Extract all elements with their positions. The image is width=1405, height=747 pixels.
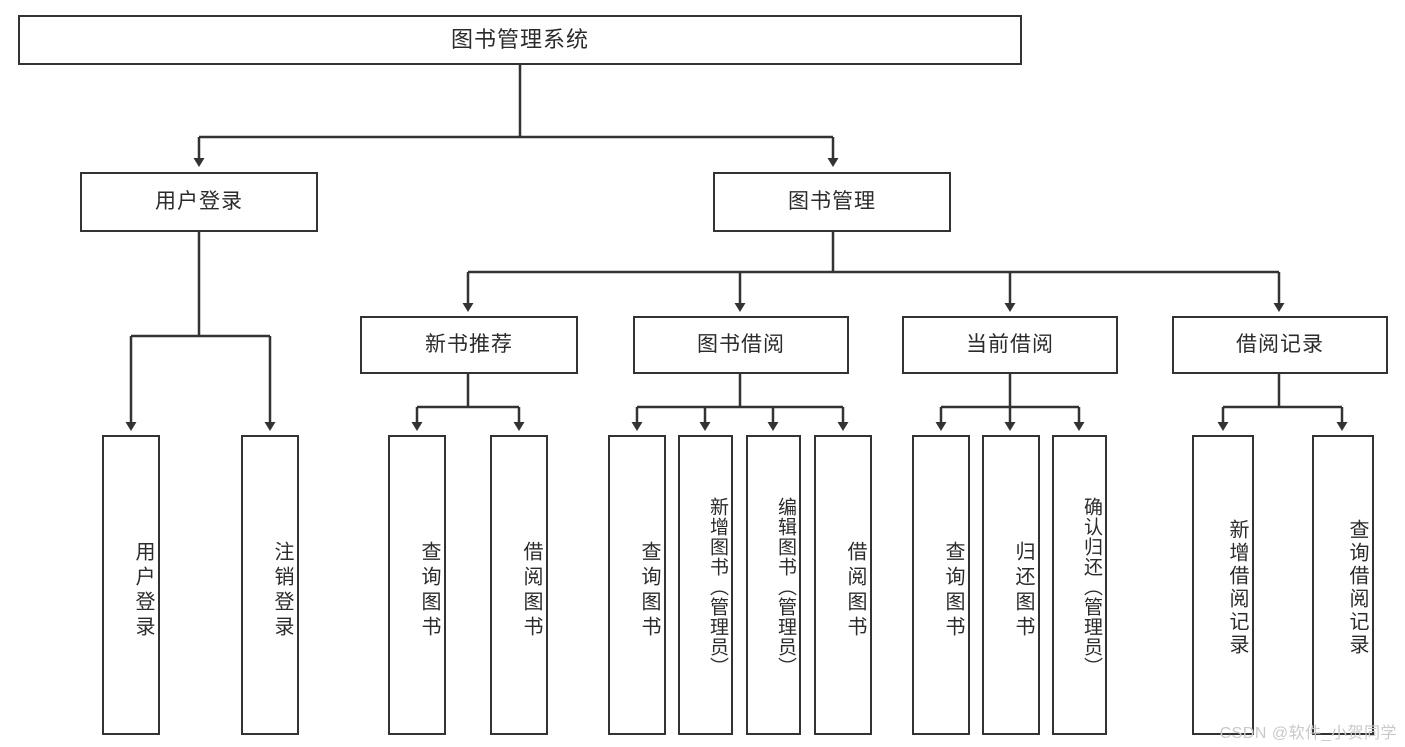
node-user-login[interactable]: 用户登录 — [80, 172, 318, 232]
leaf-logout[interactable]: 注销登录 — [241, 435, 299, 735]
leaf-query-book-new[interactable]: 查询图书 — [388, 435, 446, 735]
leaf-return-book[interactable]: 归还图书 — [982, 435, 1040, 735]
leaf-add-book-admin[interactable]: 新增图书（管理员） — [678, 435, 733, 735]
watermark: CSDN @软件_小贺同学 — [1219, 725, 1397, 742]
node-borrow-record[interactable]: 借阅记录 — [1172, 316, 1388, 374]
node-root[interactable]: 图书管理系统 — [18, 15, 1022, 65]
leaf-confirm-return-admin[interactable]: 确认归还（管理员） — [1052, 435, 1107, 735]
leaf-borrow-book-new[interactable]: 借阅图书 — [490, 435, 548, 735]
node-book-borrow[interactable]: 图书借阅 — [633, 316, 849, 374]
leaf-query-borrow-record[interactable]: 查询借阅记录 — [1312, 435, 1374, 735]
leaf-query-book-current[interactable]: 查询图书 — [912, 435, 970, 735]
leaf-query-book-borrow[interactable]: 查询图书 — [608, 435, 666, 735]
node-new-book-recommend[interactable]: 新书推荐 — [360, 316, 578, 374]
leaf-edit-book-admin[interactable]: 编辑图书（管理员） — [746, 435, 801, 735]
leaf-user-login[interactable]: 用户登录 — [102, 435, 160, 735]
node-book-management[interactable]: 图书管理 — [713, 172, 951, 232]
leaf-borrow-book[interactable]: 借阅图书 — [814, 435, 872, 735]
leaf-add-borrow-record[interactable]: 新增借阅记录 — [1192, 435, 1254, 735]
node-current-borrow[interactable]: 当前借阅 — [902, 316, 1118, 374]
